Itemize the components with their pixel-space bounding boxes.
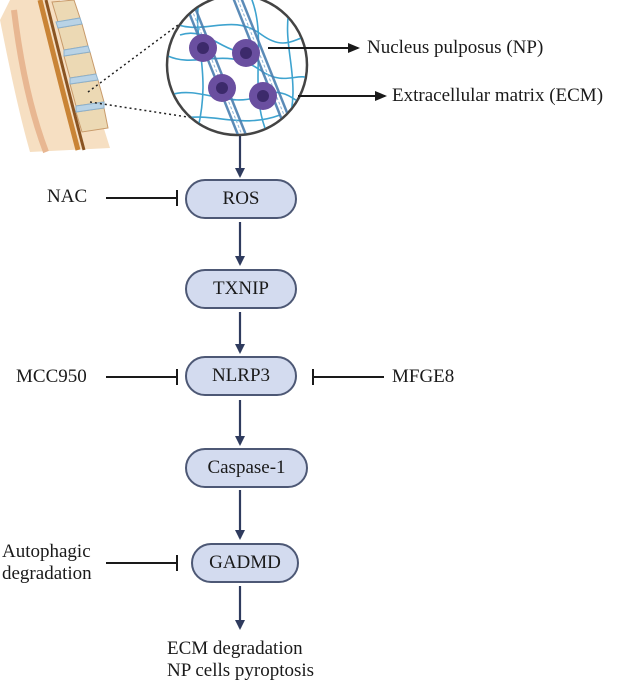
outcome-line-2: NP cells pyroptosis	[167, 660, 315, 681]
nac-inhibition	[106, 190, 178, 206]
mfge8-inhibition	[312, 369, 384, 385]
mcc950-label: MCC950	[16, 366, 87, 387]
mfge8-label: MFGE8	[392, 366, 455, 387]
node-caspase-1: Caspase-1	[185, 448, 308, 488]
autophagic-line-2: degradation	[2, 563, 92, 584]
mcc950-inhibition	[106, 369, 178, 385]
inhibition-lines	[106, 190, 384, 571]
nac-label: NAC	[47, 186, 88, 207]
node-gadmd: GADMD	[191, 543, 299, 583]
autophagic-inhibition	[106, 555, 178, 571]
nucleus-pulposus-label: Nucleus pulposus (NP)	[367, 37, 544, 58]
outcome-line-1: ECM degradation	[167, 638, 303, 659]
spine-illustration	[0, 0, 110, 154]
extracellular-matrix-label: Extracellular matrix (ECM)	[392, 85, 604, 106]
autophagic-degradation-label: Autophagic degradation	[2, 541, 92, 585]
node-txnip: TXNIP	[185, 269, 297, 309]
node-nlrp3: NLRP3	[185, 356, 297, 396]
node-ros: ROS	[185, 179, 297, 219]
outcome-label: ECM degradation NP cells pyroptosis	[167, 638, 314, 682]
autophagic-line-1: Autophagic	[2, 541, 91, 562]
magnified-tissue-circle	[165, 0, 309, 137]
